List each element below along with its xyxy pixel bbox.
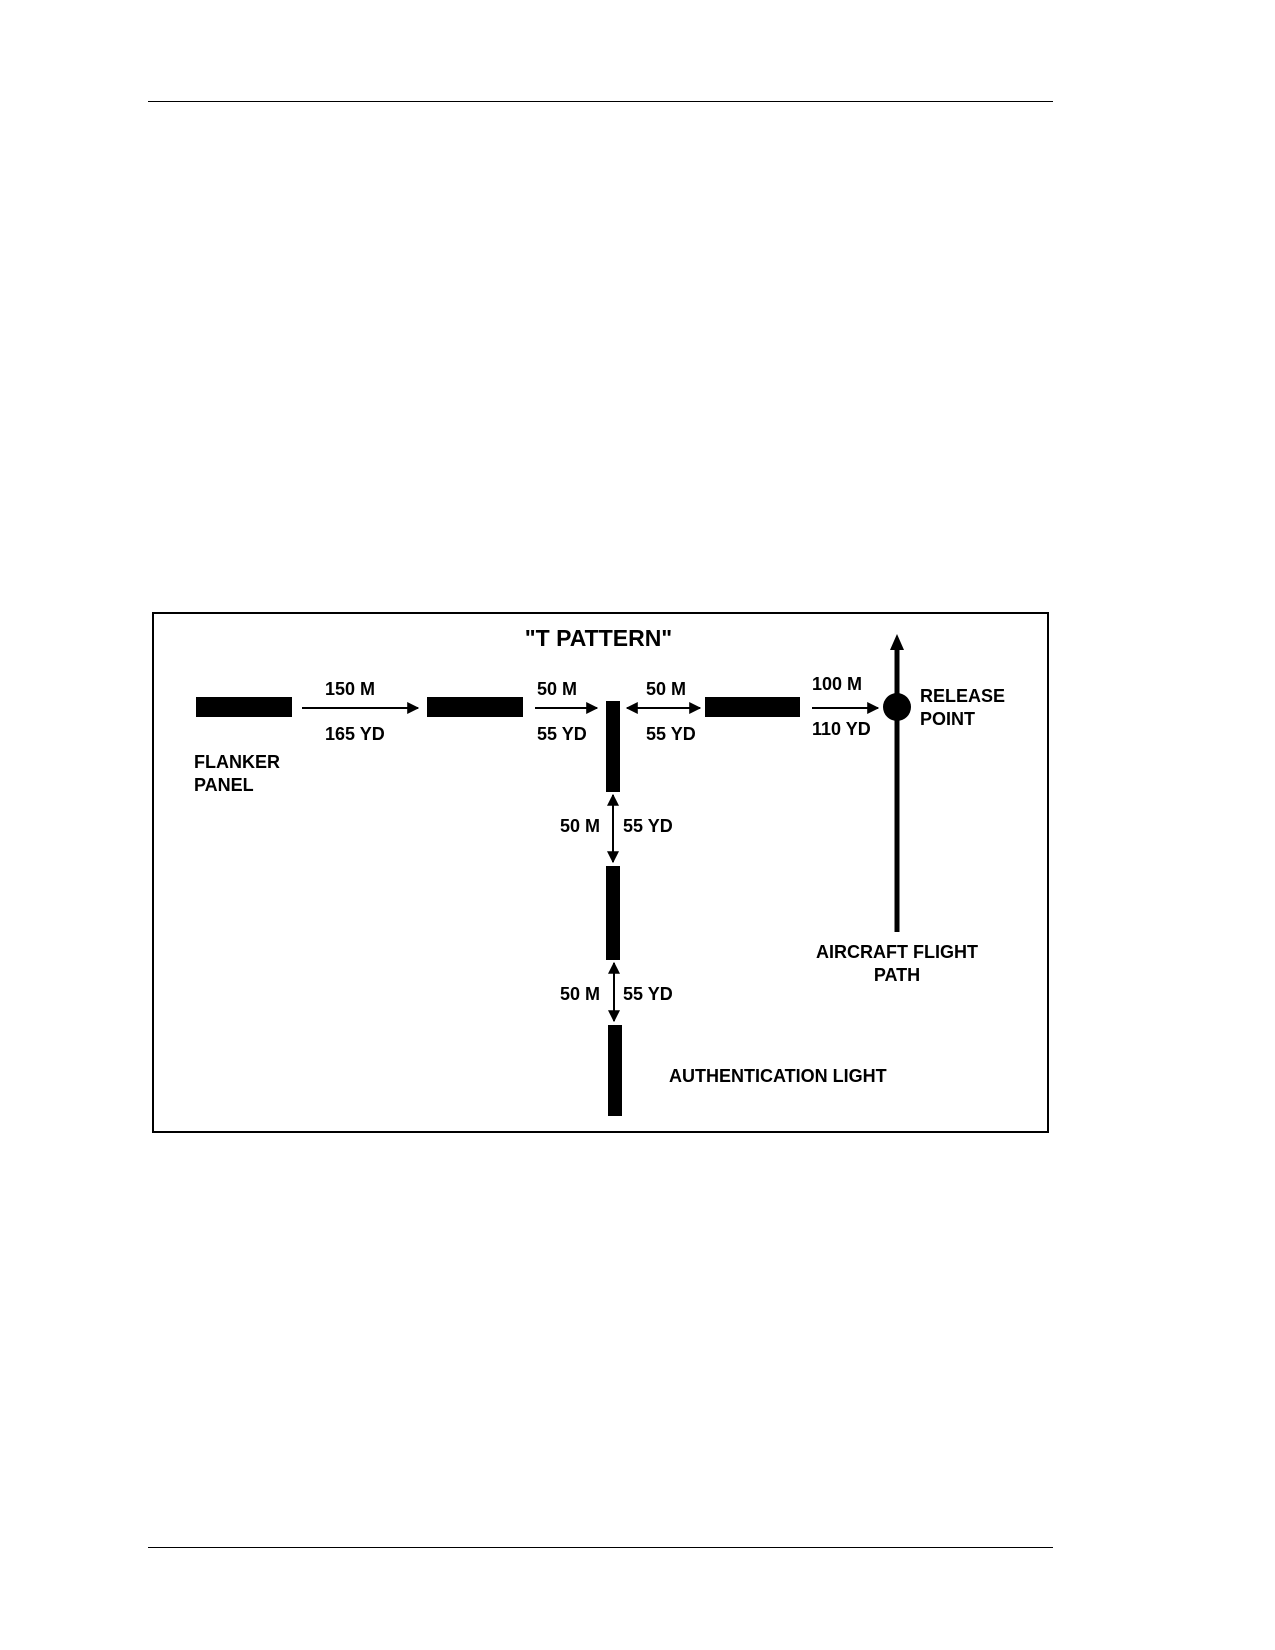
flanker-panel (196, 697, 292, 717)
dist-150m: 150 M (325, 679, 376, 699)
panel-4 (705, 697, 800, 717)
aircraft-flight-path-label-line-2: PATH (873, 965, 921, 985)
dist-100m: 100 M (812, 674, 863, 694)
center-panel (606, 701, 620, 792)
dist-50m-c: 50 M (560, 816, 601, 836)
aircraft-flight-path-label: AIRCRAFT FLIGHT PATH (797, 941, 997, 987)
release-point-label: RELEASE POINT (920, 685, 1005, 731)
dist-50m-b: 50 M (646, 679, 687, 699)
release-point-label-line-2: POINT (920, 709, 976, 729)
dist-165yd: 165 YD (325, 724, 385, 744)
flanker-panel-label-line-1: FLANKER (194, 752, 280, 772)
header-rule (148, 101, 1053, 102)
dist-55yd-c: 55 YD (623, 816, 673, 836)
diagram-frame (152, 612, 1049, 1133)
diagram-title: "T PATTERN" (524, 625, 673, 651)
dist-55yd-d: 55 YD (623, 984, 673, 1004)
release-point-label-line-1: RELEASE (920, 686, 1006, 706)
dist-55yd-b: 55 YD (646, 724, 696, 744)
flanker-panel-label-line-2: PANEL (194, 775, 254, 795)
dist-50m-a: 50 M (537, 679, 578, 699)
authentication-light-label: AUTHENTICATION LIGHT (669, 1066, 887, 1086)
footer-rule (148, 1547, 1053, 1548)
panel-2 (427, 697, 523, 717)
aircraft-flight-path-label-line-1: AIRCRAFT FLIGHT (816, 942, 978, 962)
release-point-marker (883, 693, 911, 721)
flight-path-arrowhead (890, 634, 904, 650)
dist-55yd-a: 55 YD (537, 724, 587, 744)
authentication-light-panel (608, 1025, 622, 1116)
stem-panel (606, 866, 620, 960)
dist-50m-d: 50 M (560, 984, 601, 1004)
flanker-panel-label: FLANKER PANEL (194, 751, 280, 797)
dist-110yd: 110 YD (812, 719, 871, 739)
